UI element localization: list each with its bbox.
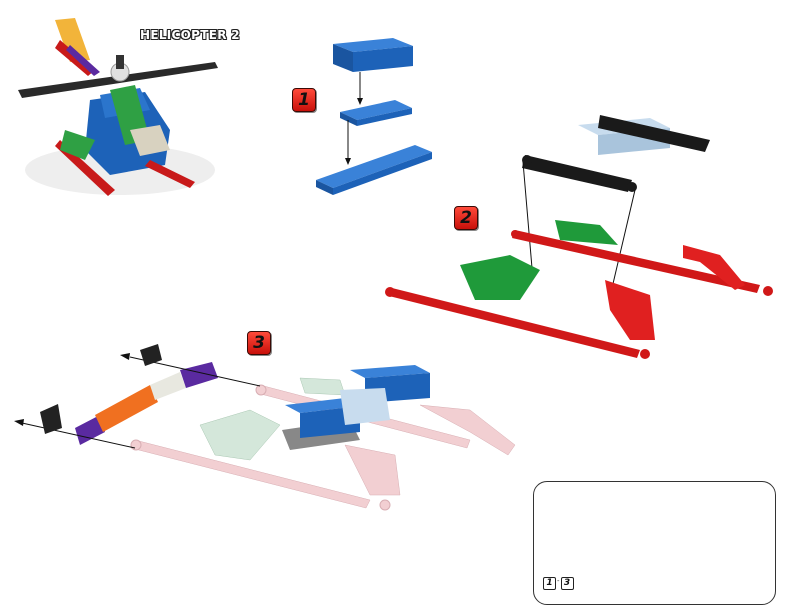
- model-title: HELICOPTER 2: [140, 28, 240, 42]
- step-range-label: 1-3: [543, 570, 574, 590]
- step-3-illustration: [14, 344, 516, 511]
- step-1-illustration: [316, 38, 432, 195]
- step-2-illustration: [385, 115, 773, 359]
- range-start-badge: 1: [543, 577, 556, 590]
- step-2-badge: 2: [454, 206, 478, 230]
- helicopter-preview-image: [18, 18, 218, 196]
- range-end-badge: 3: [560, 577, 574, 590]
- step-3-badge: 3: [247, 331, 271, 355]
- range-separator: -: [557, 576, 560, 585]
- step-1-badge: 1: [292, 88, 316, 112]
